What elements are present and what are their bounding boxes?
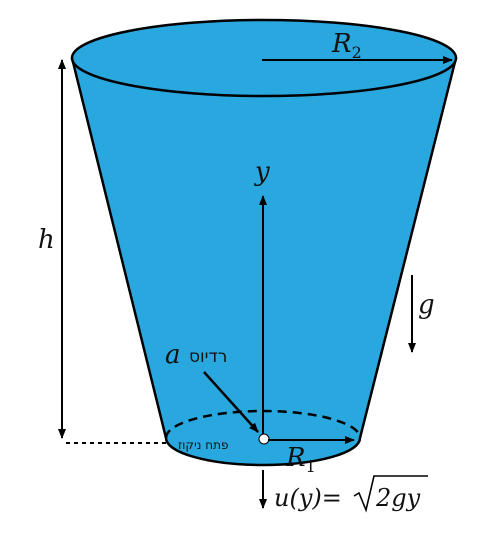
orifice-label: פתח ניקוז [178, 438, 228, 452]
sqrt-symbol [353, 475, 428, 513]
tank-top-rim [70, 18, 458, 98]
velocity-radicand: 2gy [375, 484, 421, 512]
radius-pointer-arrow [203, 371, 259, 433]
y-label: y [254, 157, 270, 187]
r2-label: R2 [331, 29, 362, 62]
a-label: a [165, 340, 181, 370]
h-label: h [38, 225, 55, 255]
g-label: g [418, 290, 435, 320]
radius-label: רדיוס [189, 347, 227, 367]
orifice-hole [258, 433, 270, 445]
r1-label: R1 [285, 443, 316, 476]
velocity-label: u(y)= [274, 484, 342, 512]
